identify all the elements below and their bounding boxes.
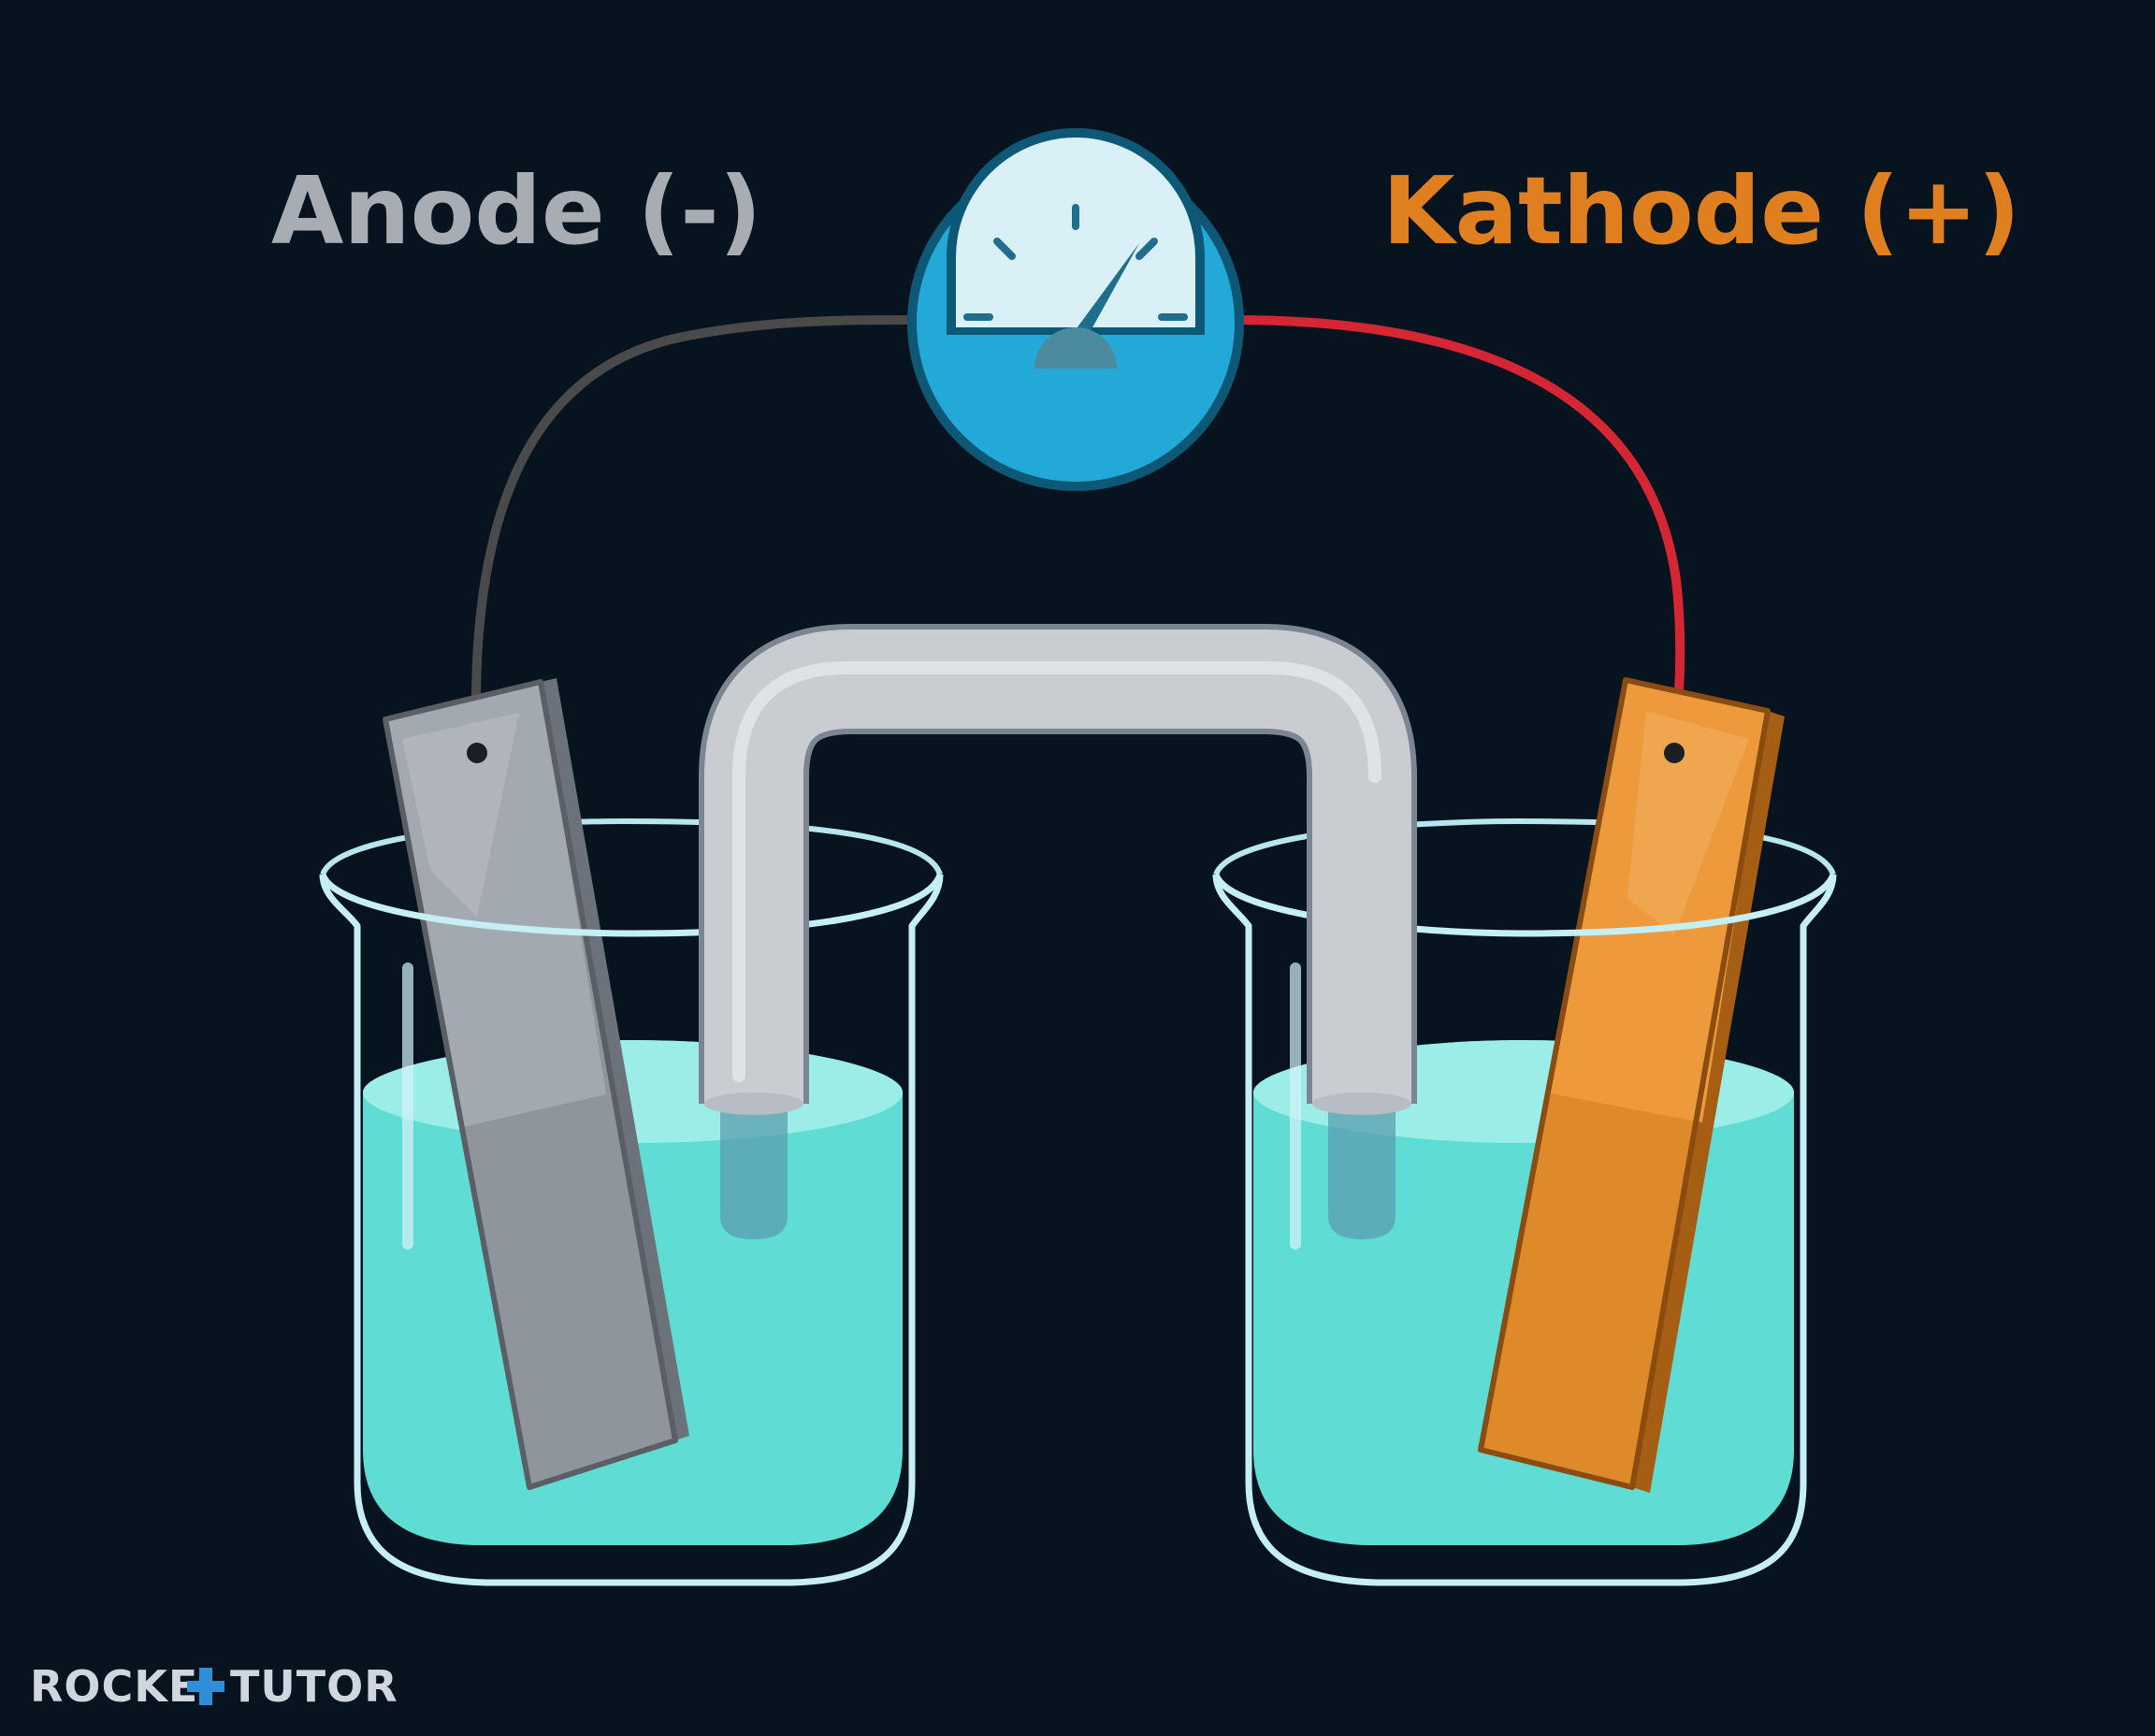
voltmeter-dial-face [956,137,1195,327]
dial-ticks [963,204,1188,321]
brand-cross-icon [187,1668,224,1705]
salt-bridge [699,624,1417,1115]
black-wire [470,315,926,758]
zinc-electrode [383,678,689,1490]
cathode-terminal [1664,743,1685,763]
dial-needle [1069,243,1139,346]
brand-text-right: TUTOR [230,1661,398,1712]
copper-electrode [1478,677,1785,1493]
right-beaker [1212,677,1837,1586]
dial-hub [1034,327,1117,369]
brand-logo: ROCKE TUTOR [30,1661,398,1712]
anode-terminal [467,743,487,763]
anode-label: Anode (-) [271,156,761,266]
cathode-label: Kathode (+) [1382,156,2020,266]
red-wire [1228,315,1685,758]
brand-text-left: ROCKE [30,1661,198,1712]
left-beaker [319,678,944,1586]
voltmeter [907,128,1244,491]
